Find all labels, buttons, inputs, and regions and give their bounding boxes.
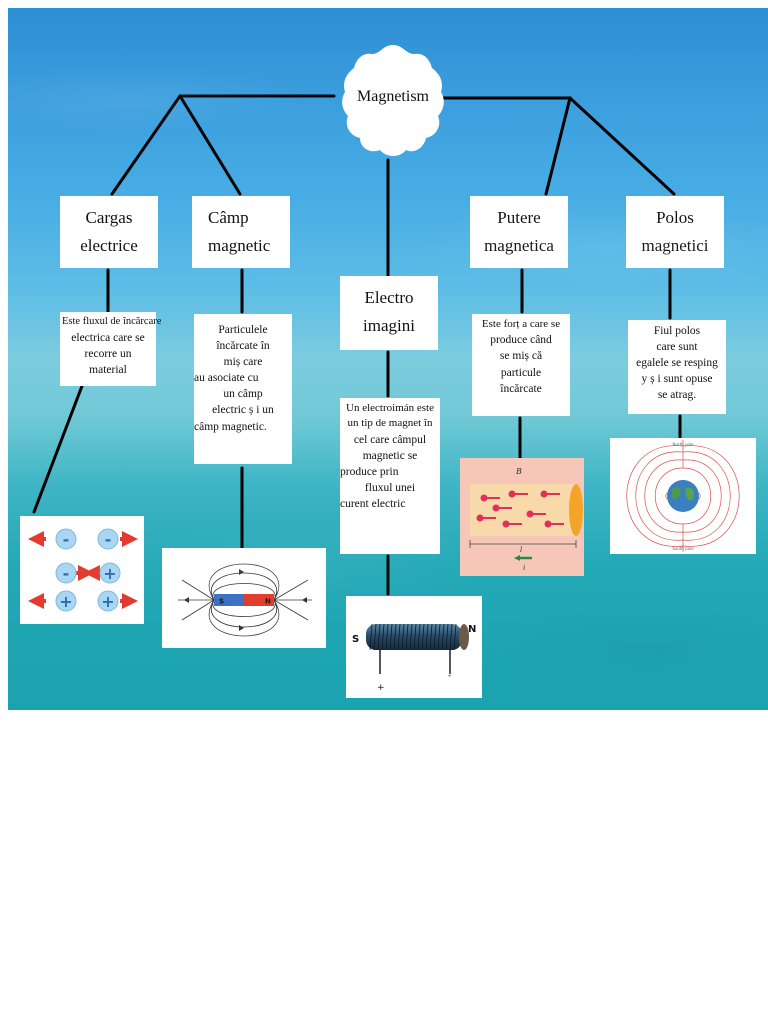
charge-1 <box>55 528 77 550</box>
desc-putere-line-1: Este forț a care se <box>481 318 561 330</box>
charge-sign-3: - <box>63 564 70 583</box>
desc-electro-line-2: un tip de magnet în <box>347 417 433 430</box>
charge-sign-6: + <box>101 592 114 611</box>
charge-sign-5: + <box>59 592 72 611</box>
desc-cargas-line-3: recorre un <box>84 347 132 360</box>
connector-lines <box>32 94 682 596</box>
desc-camp-line-6: electric ș i un <box>212 404 274 417</box>
desc-electro-line-6: fluxul unei <box>364 482 416 495</box>
desc-electro-line-5: produce prin <box>340 465 399 478</box>
node-cargas-line-1: Cargas <box>85 208 133 227</box>
desc-polos-line-2: care sunt <box>656 341 698 354</box>
desc-camp-line-5: un câmp <box>223 388 263 401</box>
earth-field-illustration: North pole South pole <box>610 438 756 554</box>
desc-polos-line-1: Fiul polos <box>653 325 701 337</box>
desc-polos-line-3: egalele se resping <box>636 357 718 370</box>
node-cargas-line-2: electrice <box>80 236 138 256</box>
charge-3 <box>55 562 77 584</box>
solenoid-plus-label: + <box>377 683 385 693</box>
desc-putere-line-5: încărcate <box>500 382 542 395</box>
node-electro-imagini: Electro imagini <box>340 276 438 350</box>
desc-electro-line-7: curent electric <box>340 498 406 511</box>
field-b-label: B <box>515 467 522 476</box>
concept-map-canvas: Magnetism Cargas electrice Câmp magnetic… <box>8 8 768 710</box>
moving-charges-diagram: B l i <box>469 467 583 572</box>
node-camp-magnetic: Câmp magnetic <box>192 196 290 268</box>
solenoid-north-label: N <box>468 624 476 635</box>
charge-2 <box>97 528 119 550</box>
desc-camp: Particulele încărcate în miș care au aso… <box>194 314 292 464</box>
node-putere-magnetica: Putere magnetica <box>470 196 568 268</box>
desc-camp-line-7: câmp magnetic. <box>194 420 267 433</box>
desc-polos-line-4: y ș i sunt opuse <box>641 373 713 386</box>
node-polos-magnetici: Polos magnetici <box>626 196 724 268</box>
desc-camp-line-3: miș care <box>223 356 263 369</box>
earth-field-diagram: North pole South pole <box>626 440 740 552</box>
node-putere-line-2: magnetica <box>484 236 554 256</box>
solenoid-south-label: S <box>352 634 359 645</box>
node-polos-line-1: Polos <box>656 208 694 227</box>
charge-sign-1: - <box>63 530 70 549</box>
connector-cargas-pic <box>32 384 84 514</box>
desc-putere-line-4: particule <box>500 366 542 379</box>
connector-to-camp <box>178 94 242 196</box>
charge-4 <box>99 562 121 584</box>
desc-electro-line-3: cel care câmpul <box>353 433 427 446</box>
length-l-label: l <box>520 546 522 554</box>
connector-to-cargas <box>110 94 182 196</box>
magnet-south-label: S <box>219 598 224 606</box>
desc-cargas-line-1: Este fluxul de încărcare <box>62 316 162 327</box>
node-camp-line-1: Câmp <box>208 208 249 227</box>
node-electro-line-1: Electro <box>364 288 414 307</box>
bar-magnet-diagram: S N <box>178 563 312 637</box>
connector-to-polos <box>568 96 676 196</box>
moving-charges-illustration: B l i <box>460 458 584 576</box>
cloud-shape <box>342 45 444 156</box>
desc-cargas: Este fluxul de încărcare electrica care … <box>60 312 162 386</box>
charges-illustration: - - - + + + <box>20 516 144 624</box>
desc-electro-line-1: Un electroimán este <box>346 402 434 414</box>
node-putere-line-1: Putere <box>497 208 541 227</box>
desc-putere-line-2: produce când <box>490 334 552 347</box>
title-node: Magnetism <box>340 42 446 160</box>
page-title: Magnetism <box>357 88 429 105</box>
node-camp-line-2: magnetic <box>208 236 271 256</box>
earth-bottom-label: South pole <box>672 546 694 551</box>
desc-camp-line-1: Particulele <box>218 324 268 336</box>
magnet-north-label: N <box>265 598 271 606</box>
charge-5 <box>55 590 77 612</box>
charges-diagram: - - - + + + <box>28 528 138 612</box>
current-i-label: i <box>523 564 525 572</box>
desc-cargas-line-4: material <box>89 363 127 376</box>
desc-putere-line-3: se miș că <box>499 350 543 363</box>
solenoid-illustration: S N + - <box>346 596 482 698</box>
desc-polos-line-5: se atrag. <box>657 389 697 402</box>
desc-cargas-line-2: electrica care se <box>71 331 145 344</box>
node-cargas-electrice: Cargas electrice <box>60 196 158 268</box>
bar-magnet-illustration: S N <box>162 548 326 648</box>
solenoid-diagram: S N + - <box>352 623 476 693</box>
solenoid-minus-label: - <box>448 671 451 681</box>
desc-electro: Un electroimán este un tip de magnet în … <box>340 398 440 554</box>
charge-6 <box>97 590 119 612</box>
desc-putere: Este forț a care se produce când se miș … <box>472 314 570 416</box>
desc-camp-line-4: au asociate cu <box>194 372 259 385</box>
desc-camp-line-2: încărcate în <box>216 340 270 353</box>
desc-electro-line-4: magnetic se <box>362 449 418 462</box>
connector-to-putere <box>544 96 572 196</box>
charge-sign-2: - <box>105 530 112 549</box>
charge-sign-4: + <box>103 564 116 583</box>
earth-top-label: North pole <box>672 442 694 447</box>
node-electro-line-2: imagini <box>363 316 415 336</box>
desc-polos: Fiul polos care sunt egalele se resping … <box>628 320 726 414</box>
node-polos-line-2: magnetici <box>641 236 709 256</box>
